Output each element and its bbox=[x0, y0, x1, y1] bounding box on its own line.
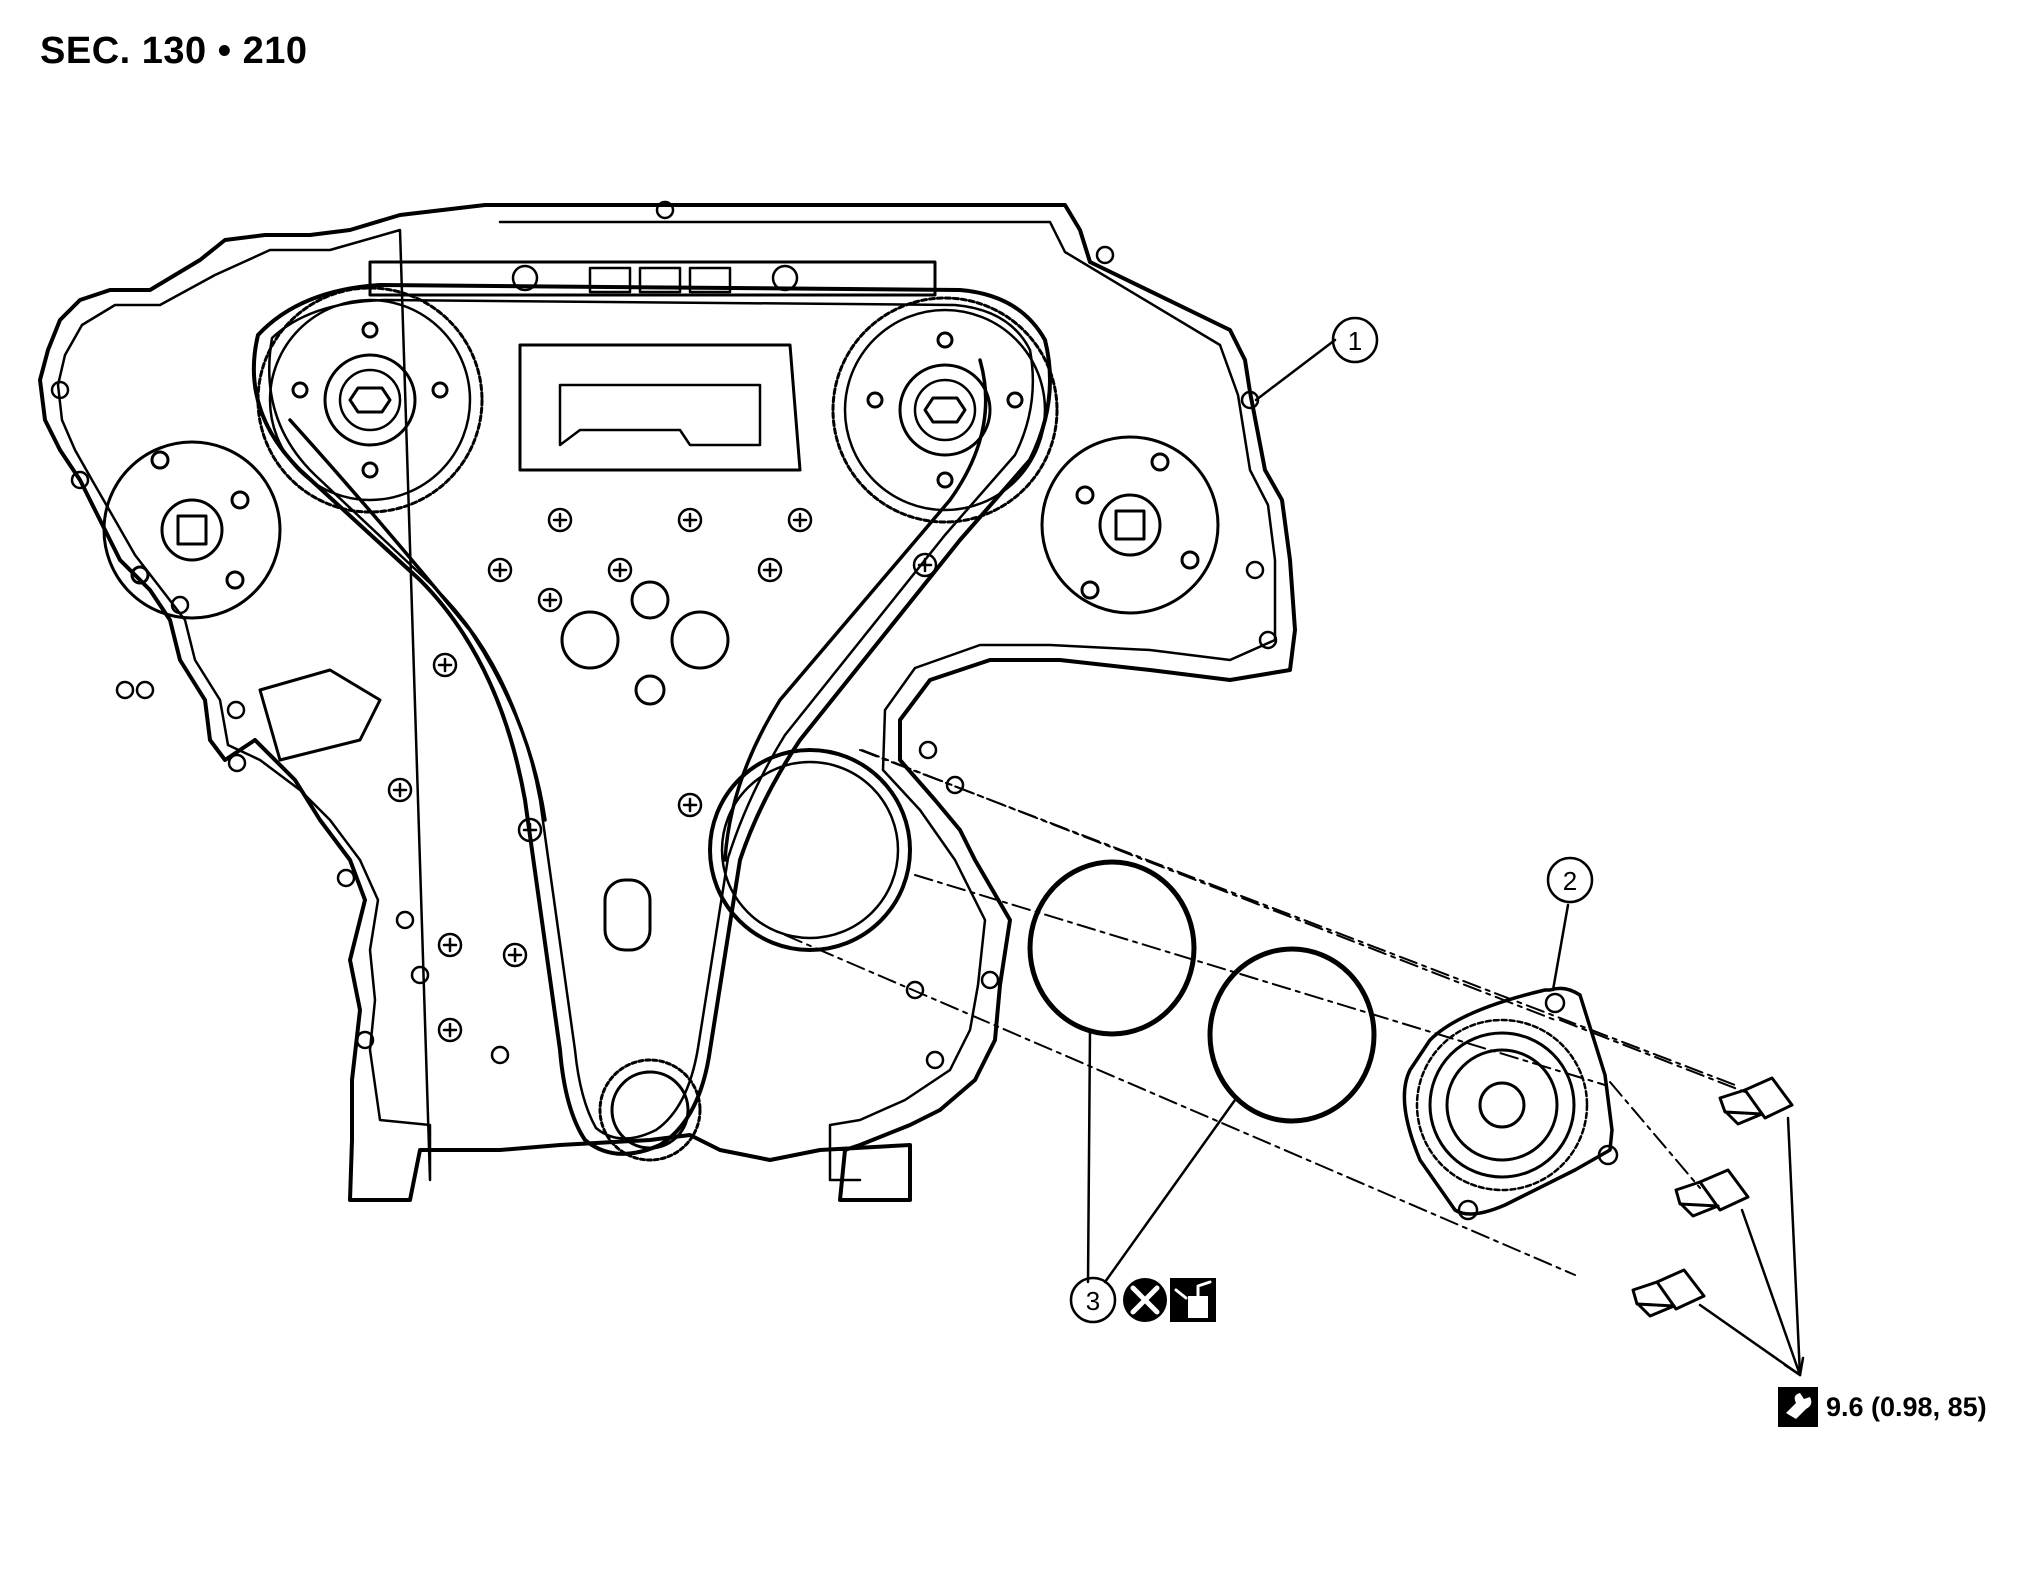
camshaft-sprocket-left bbox=[256, 286, 484, 514]
bolt-2 bbox=[1674, 1168, 1750, 1218]
leader-line-2 bbox=[1551, 903, 1570, 992]
engine-oil-icon bbox=[1170, 1278, 1216, 1322]
cover-assembly bbox=[1402, 986, 1619, 1221]
bolt-leader-lines bbox=[1698, 1116, 1805, 1377]
do-not-reuse-icon bbox=[1123, 1278, 1167, 1322]
torque-wrench-icon bbox=[1778, 1387, 1818, 1427]
torque-value: 9.6 (0.98, 85) bbox=[1826, 1391, 1987, 1422]
case-bolts bbox=[387, 507, 938, 1043]
callout-2: 2 bbox=[1546, 856, 1594, 904]
callout-3: 3 bbox=[1069, 1276, 1117, 1324]
callout-1: 1 bbox=[1331, 316, 1379, 364]
vtc-actuator-right bbox=[1040, 435, 1220, 615]
o-ring-lower bbox=[1207, 946, 1377, 1124]
o-rings bbox=[1027, 859, 1377, 1124]
leader-line-3b bbox=[1103, 1098, 1237, 1284]
leader-line-3a bbox=[1086, 1028, 1092, 1284]
alignment-lines bbox=[784, 749, 1746, 1276]
svg-text:1: 1 bbox=[1348, 326, 1362, 356]
camshaft-sprocket-right bbox=[831, 296, 1059, 524]
o-ring-upper bbox=[1027, 859, 1197, 1037]
bolt-1 bbox=[1718, 1076, 1794, 1126]
svg-text:2: 2 bbox=[1563, 866, 1577, 896]
torque-specification: 9.6 (0.98, 85) bbox=[1778, 1385, 1987, 1429]
section-title: SEC. 130 • 210 bbox=[40, 30, 308, 72]
leader-line-1 bbox=[1254, 338, 1337, 402]
vtc-actuator-left bbox=[102, 440, 282, 620]
crankshaft-sprocket bbox=[598, 1058, 702, 1162]
timing-chain-case bbox=[38, 200, 1297, 1202]
svg-text:3: 3 bbox=[1086, 1286, 1100, 1316]
bolt-3 bbox=[1631, 1268, 1706, 1318]
